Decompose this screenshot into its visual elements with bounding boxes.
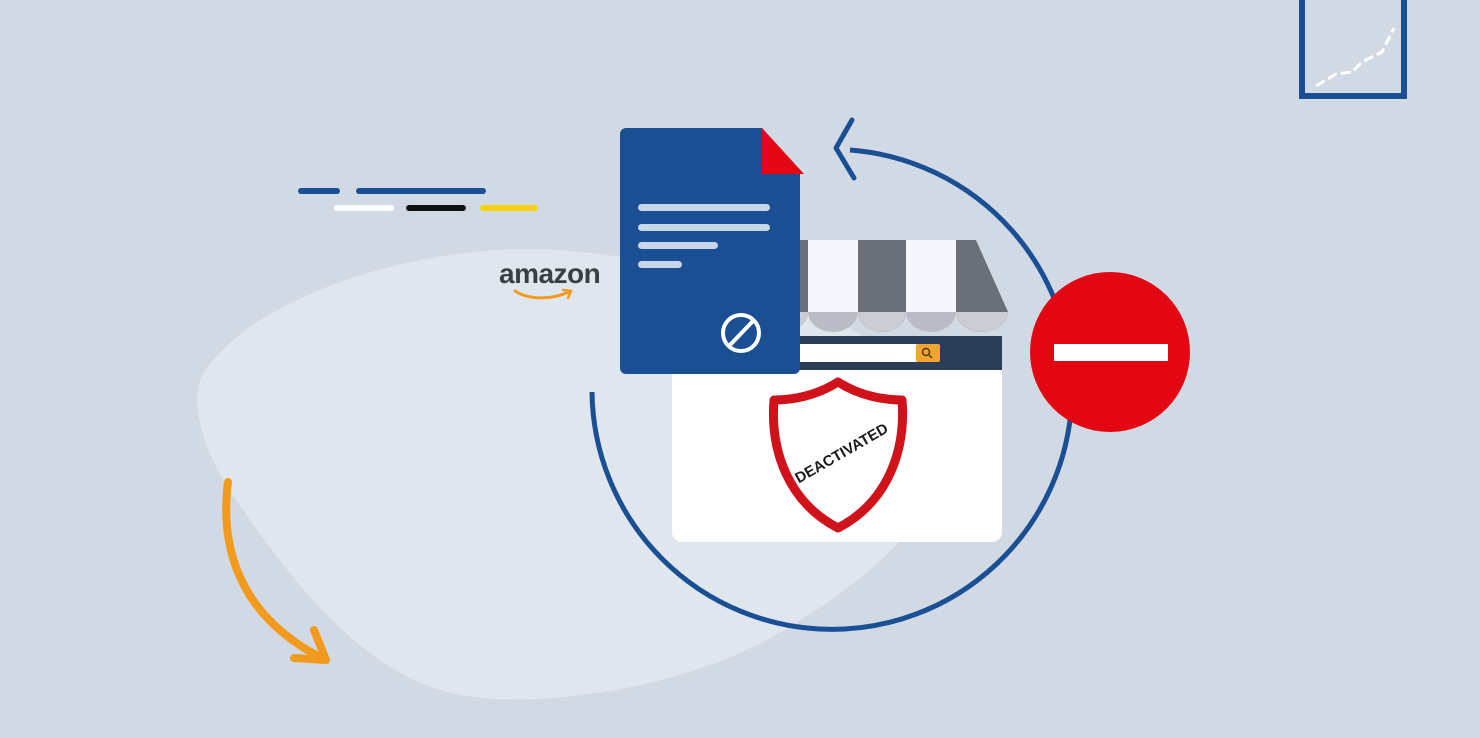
amazon-logo-text: amazon: [499, 258, 601, 289]
document-line: [638, 242, 718, 249]
stop-icon: [1030, 272, 1190, 432]
dash-lines-decoration: [298, 188, 538, 211]
dash-blue-short: [298, 188, 340, 194]
search-icon: [921, 347, 933, 359]
document-line: [638, 224, 770, 231]
chart-frame-decoration: [1299, 0, 1407, 99]
document-line: [638, 204, 770, 211]
dash-white: [334, 205, 394, 211]
refresh-cycle-icon: [589, 117, 1075, 632]
document-icon: [620, 128, 804, 374]
prohibited-icon: [721, 313, 761, 353]
dash-black: [406, 205, 466, 211]
dash-yellow: [480, 205, 538, 211]
document-line: [638, 261, 682, 268]
amazon-logo: amazon: [499, 258, 609, 308]
store-search-button: [916, 344, 940, 362]
shield-icon: DEACTIVATED: [768, 377, 908, 533]
orange-arrow-icon: [222, 478, 330, 664]
amazon-smile-icon: [513, 288, 573, 300]
dash-blue-long: [356, 188, 486, 194]
